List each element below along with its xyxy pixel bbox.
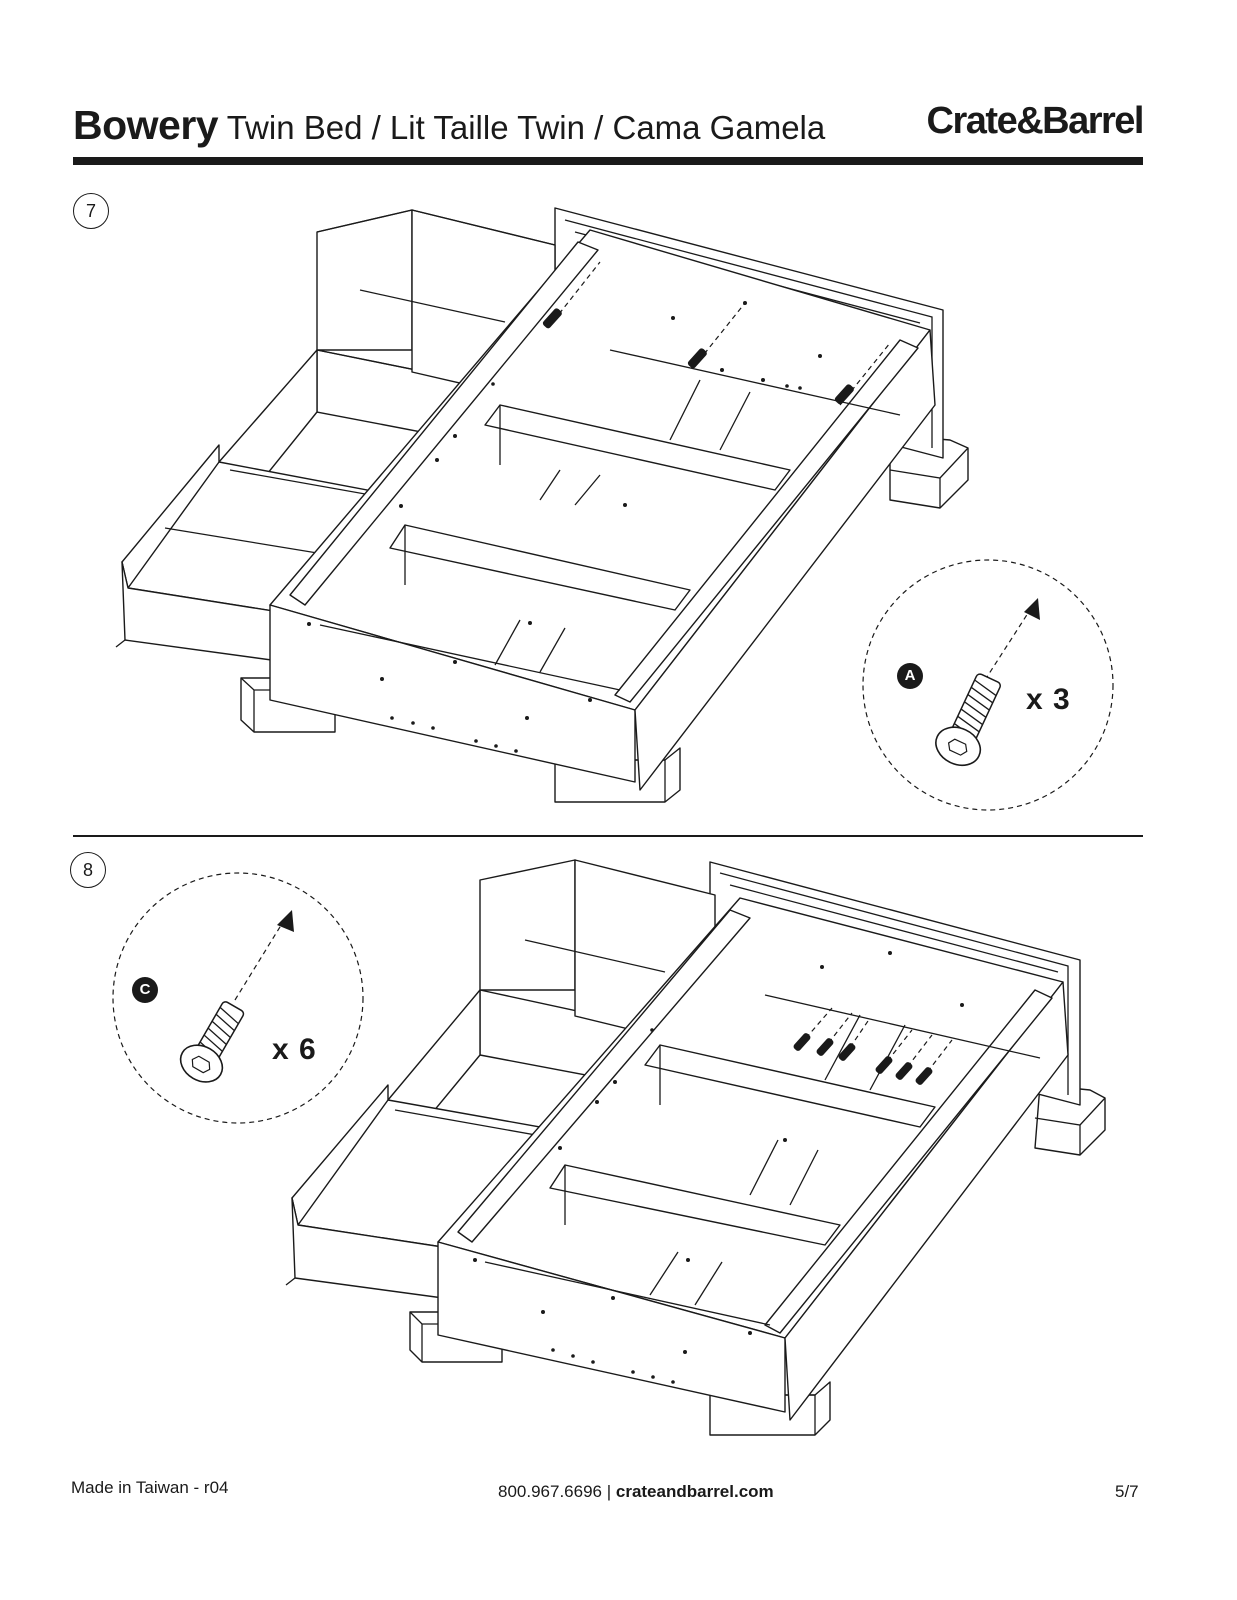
bolt-icon [935, 673, 1002, 767]
step-divider [73, 835, 1143, 837]
bolt-icon [179, 1001, 245, 1083]
bolt-icon [834, 342, 891, 406]
hardware-callout-a [862, 559, 1114, 811]
hardware-letter-badge [132, 977, 158, 1003]
bed-foot [889, 434, 969, 509]
bolt-icon [875, 1029, 913, 1074]
brand-logo: Crate&Barrel [926, 100, 1145, 142]
header-rule [73, 157, 1143, 165]
direction-arrow-icon [984, 609, 1031, 681]
bolt-icon [816, 1012, 853, 1056]
bolt-icon [542, 261, 601, 329]
hardware-letter: C [139, 981, 151, 998]
document-title: Bowery Twin Bed / Lit Taille Twin / Cama… [73, 102, 825, 149]
website-link[interactable]: crateandbarrel.com [615, 1482, 774, 1501]
page-header: Bowery Twin Bed / Lit Taille Twin / Cama… [73, 100, 1145, 160]
bolt-icon [895, 1034, 933, 1080]
bed-platform [437, 897, 1069, 1421]
step-8-number: 8 [70, 852, 106, 888]
bed-foot [1034, 1084, 1106, 1156]
contact-line: 800.967.6696 | crateandbarrel.com [498, 1482, 774, 1502]
hardware-quantity: x 6 [272, 1033, 317, 1066]
bolt-icon [687, 302, 746, 369]
bolt-icon [915, 1039, 953, 1085]
page-number: 5/7 [1115, 1482, 1139, 1501]
hardware-callout-c [112, 872, 364, 1124]
bed-platform [269, 229, 936, 791]
step-7-number: 7 [73, 193, 109, 229]
hardware-letter-badge [897, 663, 923, 689]
bolt-icon [838, 1017, 871, 1061]
direction-arrow-icon [234, 921, 284, 1001]
hardware-letter: A [904, 667, 916, 684]
bolt-icon [793, 1007, 833, 1051]
phone-number: 800.967.6696 | [498, 1482, 612, 1501]
made-in-label: Made in Taiwan - r04 [71, 1478, 229, 1497]
product-name: Bowery [73, 102, 219, 148]
product-subtitle: Twin Bed / Lit Taille Twin / Cama Gamela [226, 109, 826, 146]
hardware-quantity: x 3 [1026, 683, 1071, 716]
